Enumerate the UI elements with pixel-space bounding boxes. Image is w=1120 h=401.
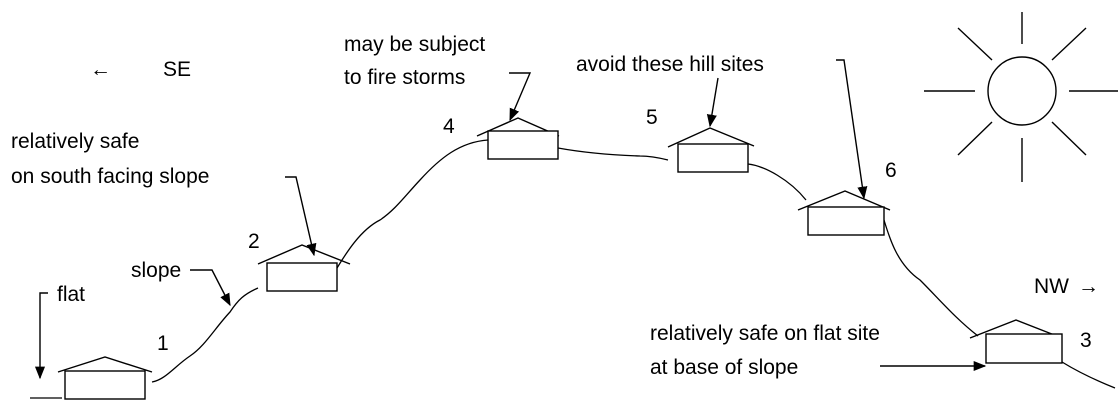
leader-slope — [190, 269, 231, 307]
label-fire-line2: to fire storms — [344, 66, 465, 89]
house-number: 1 — [157, 332, 169, 355]
house-number: 3 — [1080, 329, 1092, 352]
sun-icon — [924, 12, 1118, 182]
ground-profile — [30, 139, 1116, 399]
house-icon — [257, 244, 351, 292]
leader-safe-south — [285, 176, 317, 257]
label-safe-flat-line1: relatively safe on flat site — [650, 322, 880, 345]
label-safe-south-line2: on south facing slope — [11, 165, 209, 188]
leader-flat — [34, 292, 48, 380]
label-flat: flat — [57, 283, 85, 306]
compass-direction-se: SE — [163, 58, 191, 81]
house-number: 4 — [443, 115, 455, 138]
compass-right-arrow: → — [1078, 275, 1099, 298]
leader-fire-storms — [509, 72, 532, 122]
house-number: 2 — [248, 230, 260, 253]
label-safe-south-line1: relatively safe — [11, 130, 139, 153]
house-icon — [57, 356, 153, 400]
leader-avoid-hill — [706, 59, 868, 200]
label-avoid-hill-sites: avoid these hill sites — [576, 53, 764, 76]
house-number: 5 — [646, 106, 658, 129]
label-safe-flat-line2: at base of slope — [650, 356, 798, 379]
label-slope: slope — [131, 259, 181, 282]
house-number: 6 — [885, 159, 897, 182]
compass-direction-nw: NW — [1034, 275, 1069, 298]
house-icon — [797, 190, 891, 236]
house-icon — [476, 117, 560, 160]
house-icon — [969, 319, 1063, 364]
label-fire-line1: may be subject — [344, 33, 485, 56]
house-icon — [667, 127, 755, 173]
compass-left-arrow: ← — [90, 58, 111, 81]
